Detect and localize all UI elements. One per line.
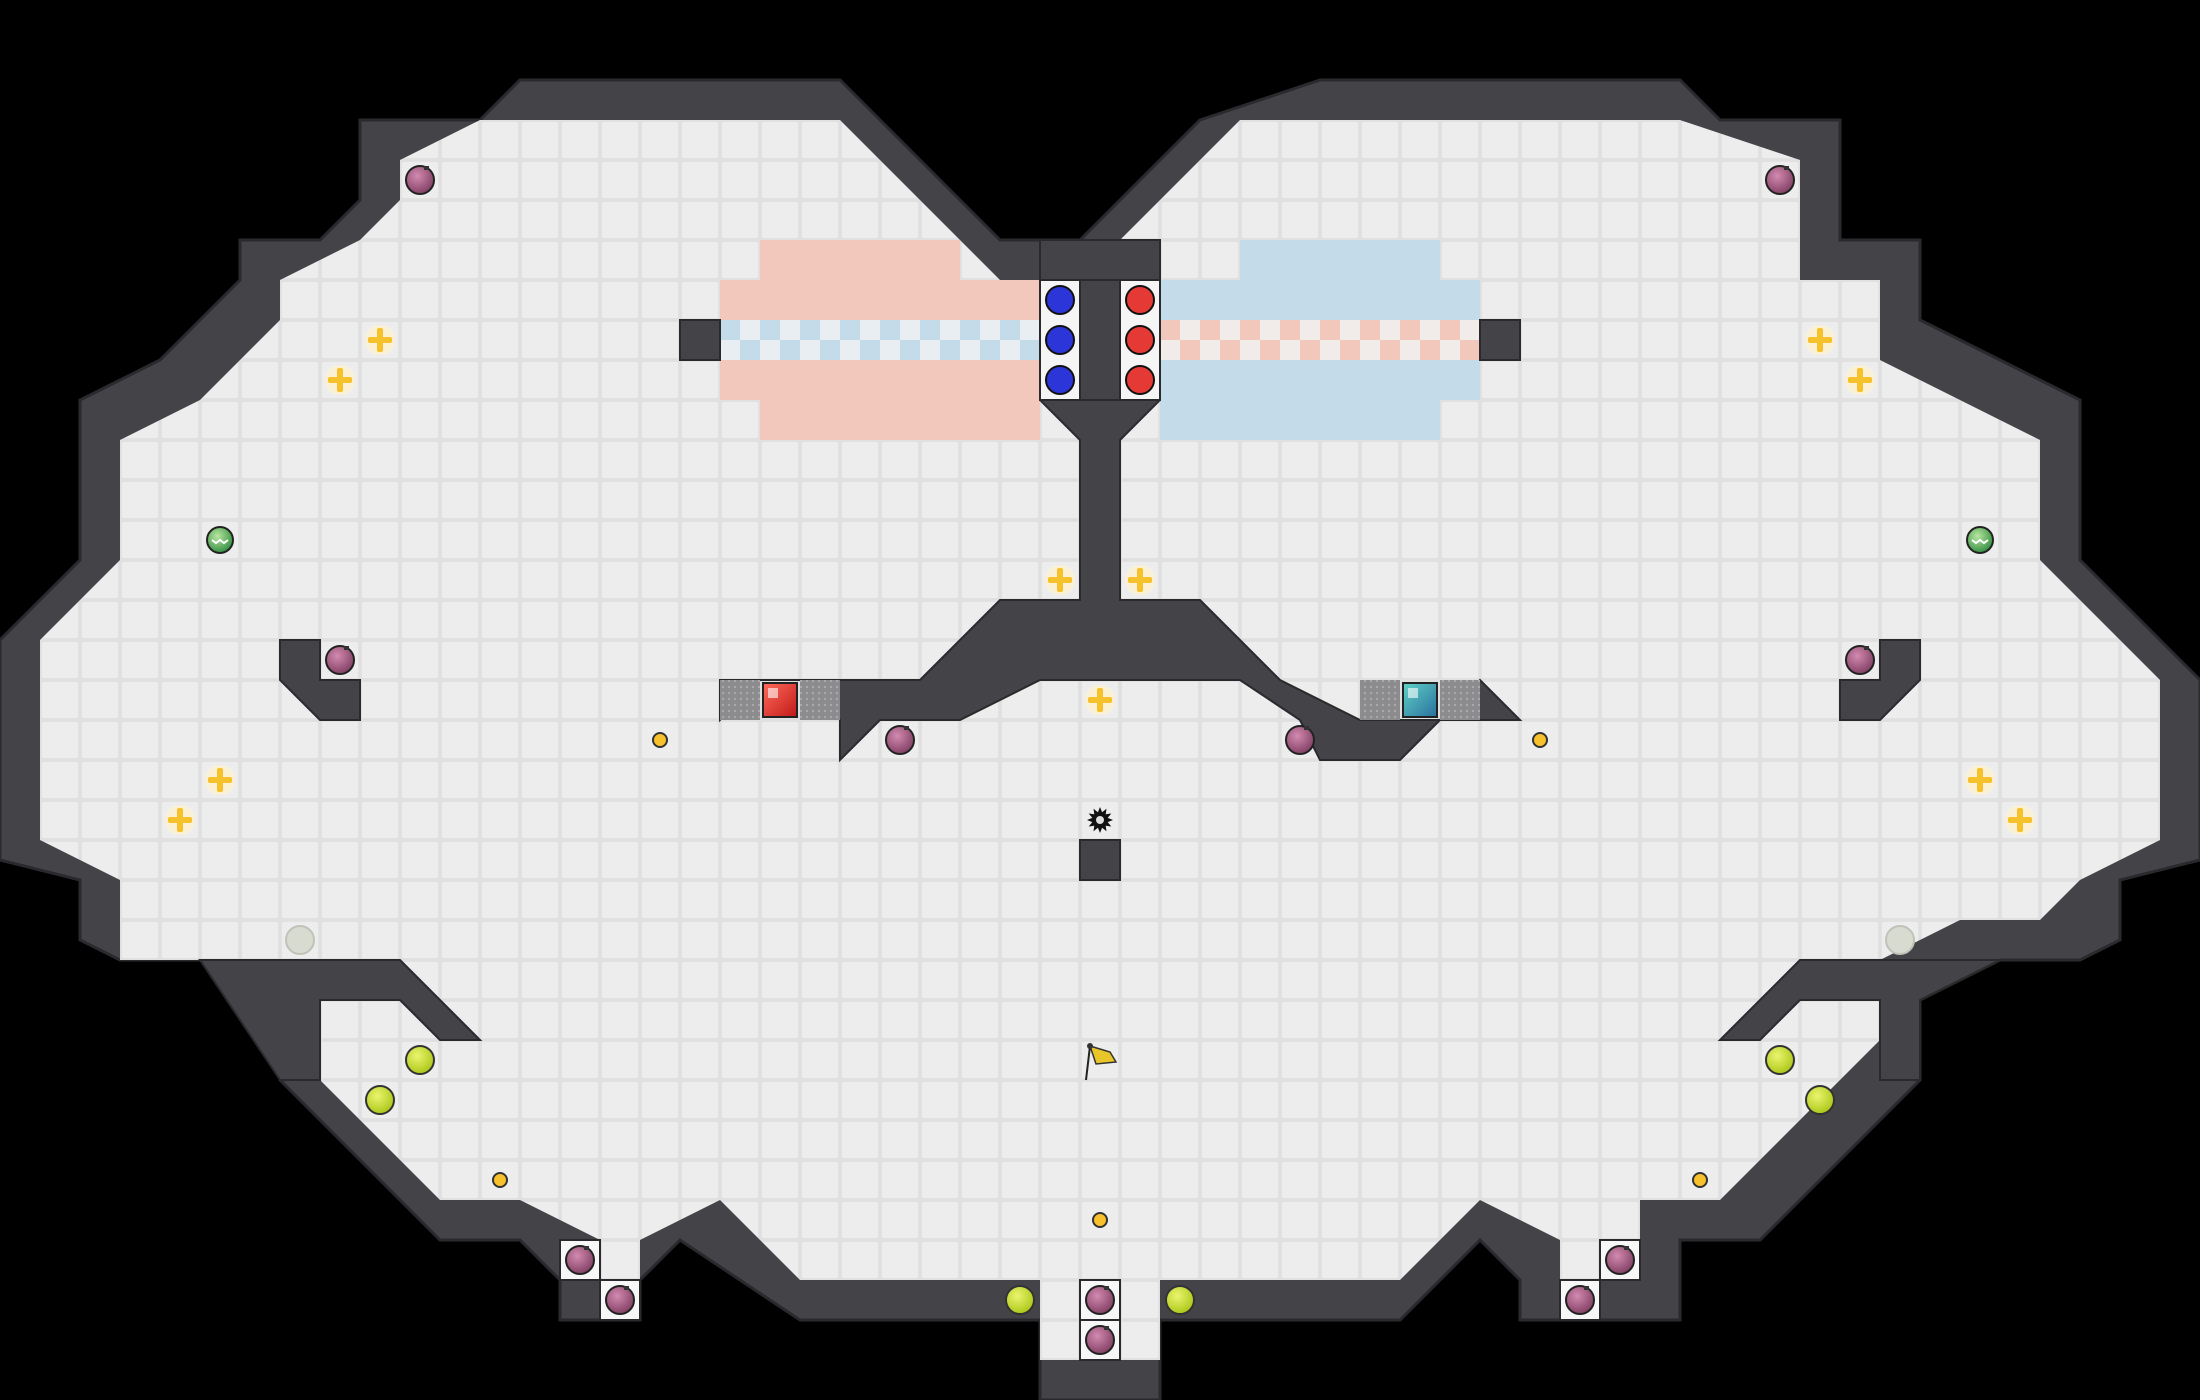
- button-dot-icon[interactable]: [1092, 1212, 1108, 1228]
- bomb-icon: [1285, 725, 1315, 755]
- boost-icon: [1805, 325, 1835, 355]
- bomb-icon: [1085, 1325, 1115, 1355]
- speed-pad-icon: [405, 1045, 435, 1075]
- bomb-icon: [565, 1245, 595, 1275]
- red-flag-button[interactable]: [762, 682, 798, 718]
- button-dot-icon[interactable]: [1692, 1172, 1708, 1188]
- boost-icon: [165, 805, 195, 835]
- bomb-icon: [325, 645, 355, 675]
- spike-icon: [1087, 807, 1113, 833]
- boost-icon: [1085, 685, 1115, 715]
- floor: [40, 120, 2160, 1360]
- boost-icon: [1965, 765, 1995, 795]
- green-powerup-icon: [206, 526, 234, 554]
- teal-flag-button[interactable]: [1402, 682, 1438, 718]
- button-dot-icon[interactable]: [492, 1172, 508, 1188]
- red-team-zone: [720, 240, 1040, 440]
- blue-team-zone: [1160, 240, 1480, 440]
- bomb-icon: [1605, 1245, 1635, 1275]
- bomb-icon: [1085, 1285, 1115, 1315]
- green-powerup-icon: [1966, 526, 1994, 554]
- boost-icon: [1845, 365, 1875, 395]
- bomb-icon: [885, 725, 915, 755]
- boost-icon: [1125, 565, 1155, 595]
- gates: [720, 680, 1480, 720]
- yellow-flag-icon: [1085, 1043, 1118, 1081]
- speed-pad-icon: [365, 1085, 395, 1115]
- bomb-icon: [605, 1285, 635, 1315]
- button-dot-icon[interactable]: [652, 732, 668, 748]
- bomb-icon: [405, 165, 435, 195]
- speed-pad-icon: [1005, 1285, 1035, 1315]
- portal-icon: [285, 925, 315, 955]
- boost-icon: [2005, 805, 2035, 835]
- speed-pad-icon: [1765, 1045, 1795, 1075]
- bomb-icon: [1565, 1285, 1595, 1315]
- boost-icon: [1045, 565, 1075, 595]
- speed-pad-icon: [1165, 1285, 1195, 1315]
- red-flag-stand: [1125, 285, 1155, 315]
- boost-icon: [205, 765, 235, 795]
- boost-icon: [365, 325, 395, 355]
- speed-pad-icon: [1805, 1085, 1835, 1115]
- button-dot-icon[interactable]: [1532, 732, 1548, 748]
- bomb-icon: [1845, 645, 1875, 675]
- red-flag-stand: [1125, 325, 1155, 355]
- portal-icon: [1885, 925, 1915, 955]
- boost-icon: [325, 365, 355, 395]
- blue-flag-stand: [1045, 325, 1075, 355]
- blue-flag-stand: [1045, 365, 1075, 395]
- blue-flag-stand: [1045, 285, 1075, 315]
- bomb-icon: [1765, 165, 1795, 195]
- red-flag-stand: [1125, 365, 1155, 395]
